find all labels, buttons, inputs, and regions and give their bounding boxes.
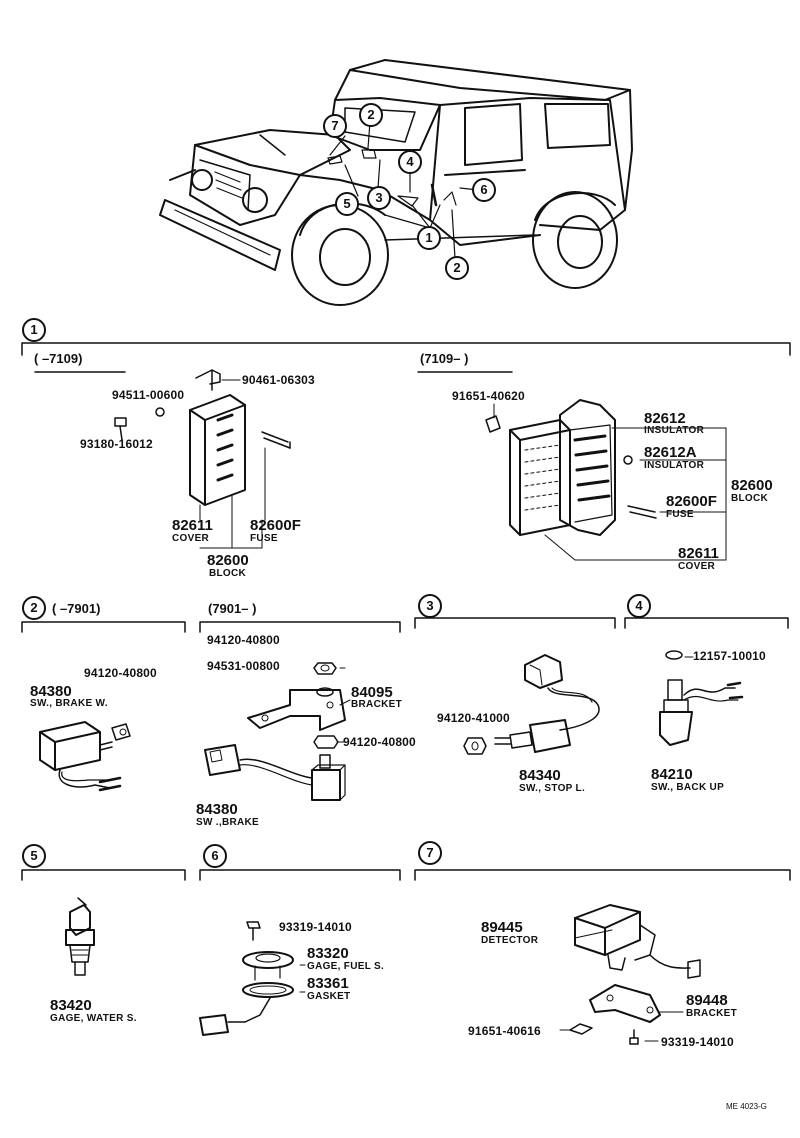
vehicle-callout-2b: 2 [445,256,469,280]
s3-part-94120-41000: 94120-41000 [437,711,510,725]
s6-part-83361-num: 83361 [307,975,349,992]
s2-part-94120-40800-left: 94120-40800 [84,666,157,680]
s1-part-82600-right-num: 82600 [731,477,773,494]
s7-part-89445-num: 89445 [481,919,523,936]
s5-part-83420-num: 83420 [50,997,92,1014]
vehicle-illustration [159,59,633,306]
s1-part-82611-name: COVER [172,533,210,544]
s2-part-84095-num: 84095 [351,684,393,701]
s1-part-82600-num: 82600 [207,552,249,569]
s2-left-brake-switch-art [39,721,131,792]
s3-part-84340-name: SW., STOP L. [519,783,586,794]
s7-detector-art [559,904,701,1045]
s3-stop-light-switch-art [463,654,600,755]
section-6-number: 6 [203,844,227,868]
section-2-number: 2 [22,596,46,620]
s1-part-91651-40620: 91651-40620 [452,389,525,403]
s2-part-94120-40800-a: 94120-40800 [207,633,280,647]
s2-part-84380-right-num: 84380 [196,801,238,818]
s2-left-range: ( –7901) [52,601,101,616]
s1-part-94511-00600: 94511-00600 [112,388,185,402]
section-7-number: 7 [418,841,442,865]
s7-part-91651-40616: 91651-40616 [468,1024,541,1038]
s1-left-fuse-block-art [114,369,291,549]
label-leader-lines [299,656,694,1013]
diagram-code: ME 4023-G [726,1102,767,1111]
s1-part-82600F-right-name: FUSE [666,509,694,520]
s2-part-84380-name: SW., BRAKE W. [30,698,108,709]
s1-part-82611-num: 82611 [172,517,213,534]
s1-part-82612A-name: INSULATOR [644,460,705,471]
s2-right-brake-switch-art [204,662,346,801]
s1-part-82600F-num: 82600F [250,517,301,534]
vehicle-callout-3: 3 [367,186,391,210]
vehicle-callout-1: 1 [417,226,441,250]
s2-part-94120-40800-b: 94120-40800 [343,735,416,749]
section-3-number: 3 [418,594,442,618]
s7-part-89445-name: DETECTOR [481,935,539,946]
s5-part-83420-name: GAGE, WATER S. [50,1013,137,1024]
s6-part-83361-name: GASKET [307,991,351,1002]
s7-part-89448-num: 89448 [686,992,728,1009]
s1-right-range: (7109– ) [420,351,469,366]
vehicle-callout-5: 5 [335,192,359,216]
s3-part-84340-num: 84340 [519,767,561,784]
s1-part-93180-16012: 93180-16012 [80,437,153,451]
s4-part-84210-num: 84210 [651,766,693,783]
s7-part-93319-14010: 93319-14010 [661,1035,734,1049]
vehicle-callout-6: 6 [472,178,496,202]
s4-part-84210-name: SW., BACK UP [651,782,725,793]
s1-part-82600F-name: FUSE [250,533,278,544]
s1-part-82612A-num: 82612A [644,444,697,461]
s2-right-range: (7901– ) [208,601,257,616]
s2-part-84380-num: 84380 [30,683,72,700]
s6-part-83320-name: GAGE, FUEL S. [307,961,385,972]
s4-back-up-switch-art [659,650,744,746]
s1-part-82612-name: INSULATOR [644,425,705,436]
vehicle-callout-2: 2 [359,103,383,127]
vehicle-callout-7: 7 [323,114,347,138]
s1-part-82600F-right-num: 82600F [666,493,717,510]
s1-part-82611-right-name: COVER [678,561,716,572]
s2-part-94531-00800: 94531-00800 [207,659,280,673]
s6-fuel-sender-art [199,921,294,1036]
s1-right-fuse-block-art [485,399,727,561]
section-brackets [21,342,791,881]
section-1-number: 1 [22,318,46,342]
vehicle-callout-4: 4 [398,150,422,174]
s1-part-90461-06303: 90461-06303 [242,373,315,387]
s6-part-83320-num: 83320 [307,945,349,962]
s4-part-12157-10010: 12157-10010 [693,649,766,663]
s1-left-range: ( –7109) [34,351,83,366]
section-5-number: 5 [22,844,46,868]
s1-part-82600-name: BLOCK [209,568,247,579]
s1-part-82612-num: 82612 [644,410,686,427]
s2-part-84380-right-name: SW .,BRAKE [196,817,259,828]
s2-part-84095-name: BRACKET [351,699,402,710]
s6-part-93319-14010: 93319-14010 [279,920,352,934]
section-4-number: 4 [627,594,651,618]
s5-water-temp-gage-art [65,897,95,976]
s1-part-82611-right-num: 82611 [678,545,719,562]
s1-part-82600-right-name: BLOCK [731,493,769,504]
s7-part-89448-name: BRACKET [686,1008,737,1019]
